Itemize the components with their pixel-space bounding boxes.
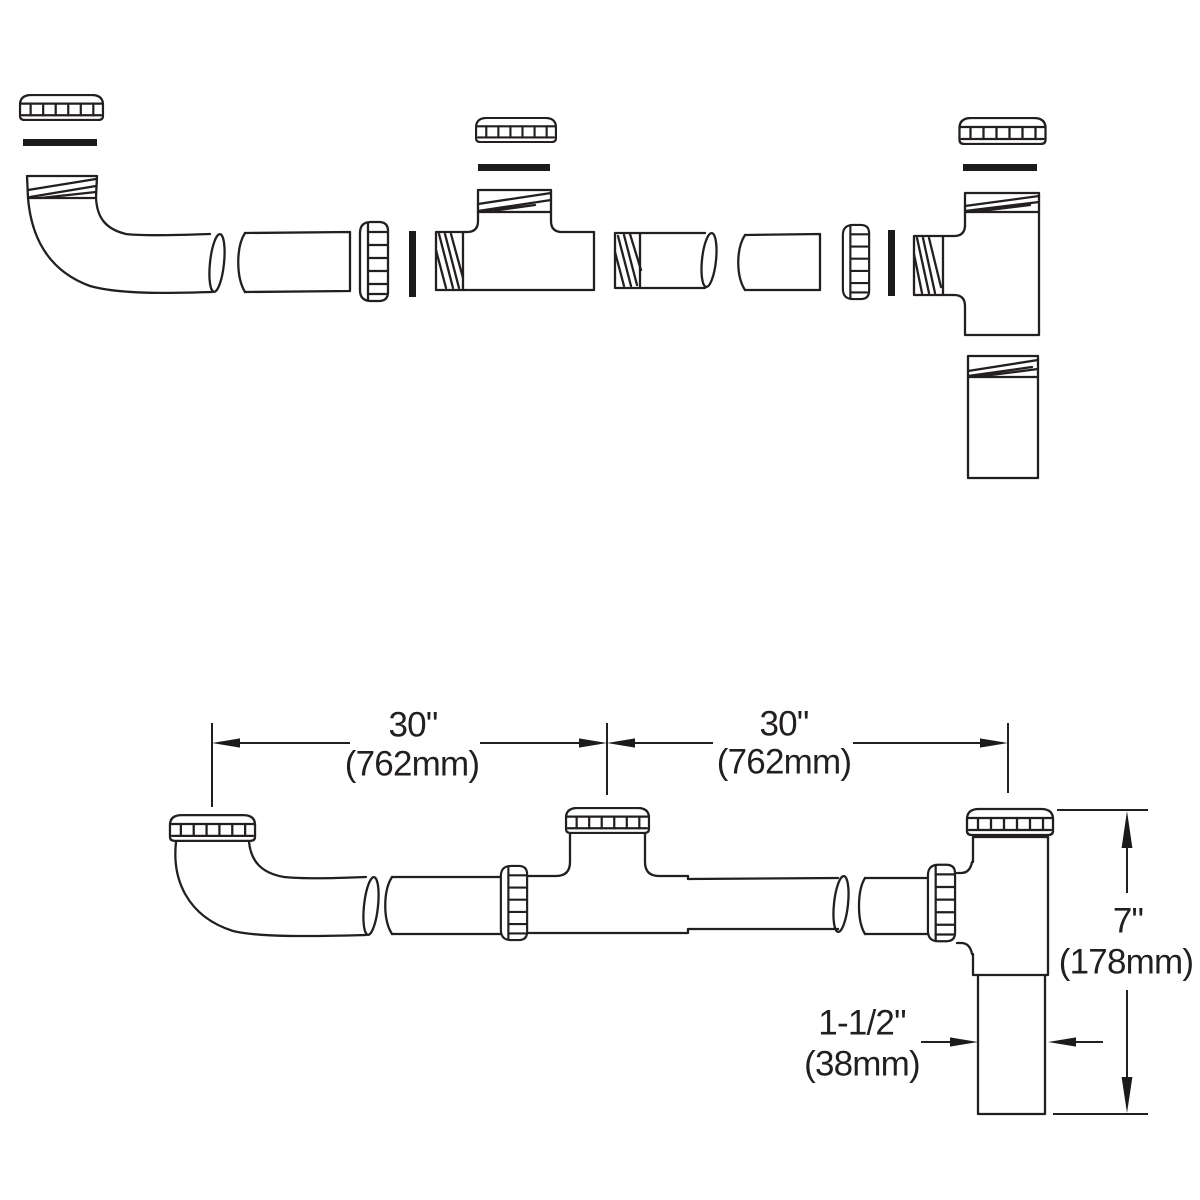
slip-joint-washer [409, 231, 416, 297]
threaded-extension-pipe [613, 231, 718, 290]
thread-hatch [966, 358, 1040, 379]
dim-left-span-metric: (762mm) [344, 744, 480, 784]
arrowhead-left [1048, 1037, 1076, 1047]
dimension-annotations [211, 723, 1148, 1115]
slip-nut [841, 223, 871, 301]
slip-nut [358, 220, 390, 303]
slip-joint-washer [478, 164, 550, 171]
pipe-break [208, 232, 226, 294]
slip-nut [168, 814, 257, 842]
tailpiece-assembled [976, 973, 1047, 1116]
thread-band [25, 174, 99, 200]
elbow-outline [26, 196, 214, 295]
tee-outline [912, 191, 1041, 337]
pipe-break [362, 875, 380, 937]
center-tee-assembled [526, 831, 850, 935]
waste-elbow-assembled [174, 840, 380, 938]
tee-outline [434, 188, 596, 292]
waste-elbow [25, 174, 226, 295]
arrowhead-right [980, 738, 1008, 748]
pipe-section-assembled [384, 875, 507, 936]
slip-nut [474, 117, 558, 143]
slip-joint-washer [963, 164, 1037, 171]
thread-hatch [434, 232, 465, 290]
pipe-break [237, 231, 247, 294]
tailpiece [966, 354, 1040, 480]
thread-hatch [963, 194, 1041, 214]
pipe-section [237, 230, 352, 294]
dim-height-metric: (178mm) [1058, 942, 1194, 982]
thread-hatch [613, 232, 643, 288]
end-outlet-tee [912, 191, 1041, 337]
dim-outlet-width-metric: (38mm) [804, 1044, 921, 1084]
pipe-section-assembled [857, 876, 932, 936]
slip-joint-washer [888, 230, 895, 296]
arrowhead-left [607, 738, 635, 748]
exploded-view [18, 94, 1047, 480]
pipe-break [700, 231, 718, 289]
thread-hatch [476, 191, 553, 214]
pipe-section [737, 232, 822, 292]
dim-height-inches: 7" [1112, 901, 1144, 941]
slip-nut [499, 864, 529, 942]
slip-nut [18, 94, 105, 121]
arrowhead-left [212, 738, 240, 748]
assembled-view [168, 807, 1055, 1116]
arrowhead-right [579, 738, 607, 748]
thread-hatch [26, 177, 98, 200]
slip-nut [564, 807, 651, 834]
arrowhead-up [1121, 811, 1133, 848]
dim-outlet-width-inches: 1-1/2" [818, 1003, 906, 1043]
pipe-break [832, 874, 850, 934]
slip-joint-washer [23, 139, 97, 146]
pipe-break [384, 875, 394, 936]
slip-nut [958, 117, 1047, 145]
pipe-break [737, 233, 747, 292]
arrowhead-down [1121, 1077, 1133, 1113]
center-tee [434, 188, 596, 292]
pipe-break [857, 876, 867, 936]
dim-left-span-inches: 30" [388, 705, 439, 745]
dim-right-span-metric: (762mm) [716, 742, 852, 782]
thread-hatch [912, 236, 943, 295]
dim-right-span-inches: 30" [759, 704, 810, 744]
slip-nut [965, 807, 1055, 837]
slip-nut [926, 863, 957, 943]
arrowhead-right [950, 1037, 978, 1047]
end-outlet-tee-assembled [955, 835, 1050, 977]
